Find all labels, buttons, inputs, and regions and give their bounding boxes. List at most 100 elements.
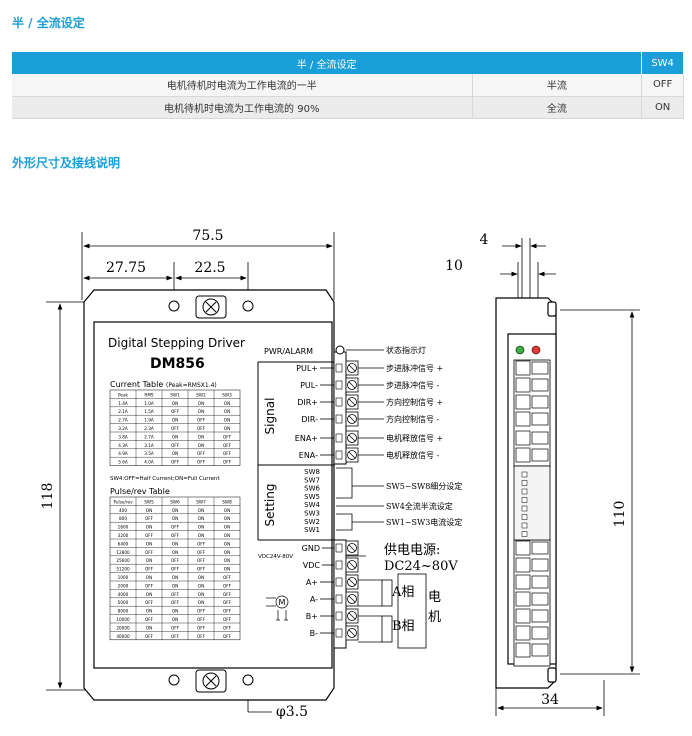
- pulse-table-cell: OFF: [223, 600, 232, 605]
- pulse-table-cell: ON: [224, 533, 230, 538]
- dim-side-left: 10: [445, 258, 463, 274]
- pulse-table-cell: 51200: [116, 567, 130, 572]
- dim-side-top: 4: [480, 232, 489, 248]
- pulse-table-cell: ON: [224, 567, 230, 572]
- table-row: 电机待机时电流为工作电流的 90% 全流 ON: [12, 96, 684, 119]
- pulse-table-cell: OFF: [145, 583, 154, 588]
- panel-title: Digital Stepping Driver: [108, 336, 245, 350]
- dim-height: 118: [40, 483, 56, 510]
- current-table-cell: ON: [172, 401, 178, 406]
- pulse-table-cell: ON: [224, 541, 230, 546]
- pulse-table-cell: OFF: [171, 600, 180, 605]
- pulse-table-cell: OFF: [223, 575, 232, 580]
- switch-label: SW2: [304, 518, 320, 526]
- pulse-table-cell: ON: [172, 583, 178, 588]
- switch-label: SW8: [304, 468, 320, 476]
- pulse-table-cell: ON: [172, 550, 178, 555]
- signal-label: Signal: [263, 398, 277, 435]
- dim-side-height: 110: [612, 501, 628, 528]
- current-table-cell: ON: [198, 401, 204, 406]
- current-table-cell: ON: [172, 418, 178, 423]
- current-table-header: SW1: [170, 392, 180, 397]
- dim-left-offset: 27.75: [106, 260, 146, 276]
- pulse-table-cell: OFF: [197, 609, 206, 614]
- switch-label: SW7: [304, 476, 320, 484]
- pulse-table-cell: OFF: [145, 567, 154, 572]
- pulse-table-cell: ON: [198, 583, 204, 588]
- current-table-cell: ON: [224, 401, 230, 406]
- pulse-table-header: Pulse/rev: [113, 499, 133, 504]
- setting-label: Setting: [263, 484, 277, 527]
- switch-label: SW4: [304, 501, 320, 509]
- current-table-cell: OFF: [223, 460, 232, 465]
- pulse-table-cell: OFF: [197, 541, 206, 546]
- pulse-table-cell: OFF: [171, 558, 180, 563]
- current-table-cell: 3.2A: [118, 426, 128, 431]
- signal-pin-label: ENA+: [295, 434, 318, 443]
- current-table-cell: OFF: [197, 451, 206, 456]
- pulse-table-cell: ON: [146, 609, 152, 614]
- pulse-table-cell: ON: [172, 609, 178, 614]
- pulse-table-cell: ON: [224, 508, 230, 513]
- current-table-cell: 3.5A: [144, 451, 154, 456]
- current-table-cell: 2.1A: [118, 409, 128, 414]
- current-table-cell: 3.1A: [144, 443, 154, 448]
- table-header-setting: 半 / 全流设定: [12, 52, 643, 74]
- panel-model: DM856: [150, 356, 205, 372]
- current-table-cell: 1.0A: [144, 401, 154, 406]
- dim-side-width: 34: [541, 692, 559, 708]
- pulse-table-cell: OFF: [171, 533, 180, 538]
- pulse-table-cell: ON: [224, 516, 230, 521]
- pulse-table-cell: 3200: [118, 533, 129, 538]
- green-led-icon: [515, 345, 525, 355]
- power-note-1: 供电电源:: [384, 543, 440, 558]
- current-table-cell: ON: [198, 409, 204, 414]
- dim-width-total: 75.5: [192, 228, 223, 244]
- pulse-table-cell: 6400: [118, 541, 129, 546]
- current-table-cell: ON: [224, 418, 230, 423]
- pulse-table-cell: 8000: [118, 609, 129, 614]
- dim-hole-spacing: 22.5: [194, 260, 225, 276]
- phase-b-note: B相: [392, 619, 415, 634]
- annotation-dir-p: 方向控制信号 +: [386, 397, 443, 407]
- signal-pin-label: ENA-: [299, 451, 318, 460]
- pulse-table-cell: 5000: [118, 600, 129, 605]
- pulse-table-cell: 1000: [118, 575, 129, 580]
- pulse-table-cell: ON: [198, 600, 204, 605]
- pulse-table-header: SW5: [144, 499, 154, 504]
- current-table-cell: ON: [224, 426, 230, 431]
- pulse-table-cell: 25600: [116, 558, 130, 563]
- pulse-table-cell: ON: [146, 575, 152, 580]
- signal-pin-label: PUL+: [296, 364, 318, 373]
- pulse-table-cell: ON: [146, 508, 152, 513]
- pulse-table-cell: OFF: [145, 516, 154, 521]
- dim-hole-dia: φ3.5: [276, 704, 308, 720]
- current-table-cell: 5.6A: [118, 460, 128, 465]
- pulse-table-title: Pulse/rev Table: [110, 487, 170, 496]
- annotation-sw4: SW4全流半流设定: [386, 501, 453, 511]
- current-table-cell: OFF: [171, 426, 180, 431]
- pulse-table-cell: OFF: [223, 609, 232, 614]
- pulse-table-cell: 20000: [116, 625, 130, 630]
- current-table-cell: ON: [198, 434, 204, 439]
- power-pin-label: GND: [302, 544, 320, 553]
- annotation-led: 状态指示灯: [386, 345, 426, 355]
- pulse-table-cell: ON: [146, 541, 152, 546]
- current-table-cell: OFF: [197, 426, 206, 431]
- table-cell-mode: 半流: [472, 74, 643, 97]
- vdc-label: VDC24V-80V: [258, 554, 293, 560]
- pulse-table-cell: OFF: [197, 567, 206, 572]
- current-table-cell: ON: [172, 434, 178, 439]
- pulse-table-cell: OFF: [223, 634, 232, 639]
- pulse-table-header: SW7: [196, 499, 206, 504]
- table-cell-mode: 全流: [472, 96, 643, 119]
- annotation-sw58: SW5~SW8细分设定: [386, 481, 462, 491]
- current-table-cell: 2.7A: [118, 418, 128, 423]
- pulse-table-cell: OFF: [197, 558, 206, 563]
- switch-label: SW3: [304, 510, 320, 518]
- annotation-pul-m: 步进脉冲信号 -: [386, 380, 440, 390]
- switch-label: SW6: [304, 485, 320, 493]
- table-cell-sw4: ON: [641, 96, 684, 119]
- motor-symbol: [266, 595, 289, 621]
